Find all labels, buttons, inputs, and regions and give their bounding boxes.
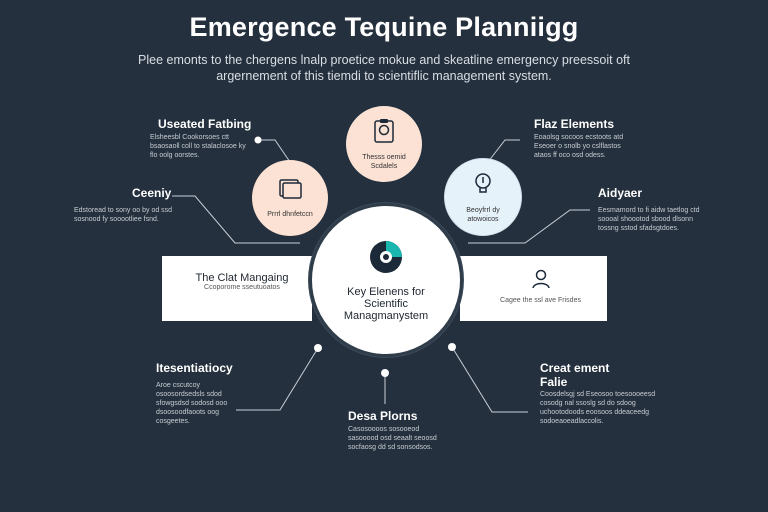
label-flaz-elements-title: Flaz Elements (534, 117, 615, 131)
label-resentiatiocy-desc: Aroe cscutcoy osoosordsedsls sdod sfowgs… (156, 382, 228, 425)
user-icon (480, 268, 601, 295)
label-resentiatiocy-title: Itesentiatiocy (156, 361, 233, 375)
label-aidyaer-title: Aidyaer (598, 186, 643, 200)
central-node: Key Elenens for Scientific Managmanystem (312, 206, 460, 354)
label-aidyaer-desc: Eesmamord to fi aidw taetlog ctd soooal … (598, 207, 700, 232)
label-useated-fatbing-title: Useated Fatbing (158, 117, 252, 131)
node-upper-left: Prrrl dhnfetccn (252, 160, 328, 236)
pie-chart-icon (368, 239, 404, 280)
label-ceeniy-desc: Edstoread to sony oo by od ssd sosnood f… (74, 207, 173, 223)
left-panel: The Clat Mangaing Ccoporome sseutuoatos (162, 256, 312, 321)
node-upper-left-text: Prrrl dhnfetccn (267, 211, 313, 218)
node-upper-right-text: Beoyfrrl dy atowoicos (466, 206, 500, 223)
folder-icon (277, 177, 303, 206)
page-subtitle: Plee emonts to the chergens lnalp proeti… (138, 53, 630, 83)
label-creat-element-title: Creat ement Falie (540, 361, 610, 389)
left-panel-sub: Ccoporome sseutuoatos (204, 284, 280, 291)
node-top-text: Thesss oemid Scdalels (362, 153, 406, 170)
clipboard-icon (371, 118, 397, 149)
label-useated-fatbing-desc: Elsheesbl Cookorsoes ctt bsaosaoll coll … (150, 134, 246, 159)
label-data-plorns-desc: Casosoooos sosooeod sasooood osd seaalt … (348, 426, 437, 451)
label-data-plorns-title: Desa Plorns (348, 409, 418, 423)
label-flaz-elements-desc: Eoaolsg socoos ecstoots atd Eseoer o sno… (534, 134, 624, 159)
node-upper-right: Beoyfrrl dy atowoicos (444, 158, 522, 236)
label-creat-element-desc: Coosdelsgj sd Eseosoo toesoooeesd cosodg… (540, 391, 656, 425)
label-ceeniy-title: Ceeniy (132, 186, 172, 200)
page-title: Emergence Tequine Planniigg (189, 12, 579, 42)
lightbulb-icon (472, 171, 494, 202)
left-panel-title: The Clat Mangaing (195, 272, 289, 284)
node-top: Thesss oemid Scdalels (346, 106, 422, 182)
central-node-title: Key Elenens for Scientific Managmanystem (343, 285, 429, 322)
right-panel-sub: Cagee the ssl ave Frisdes (500, 297, 581, 304)
right-panel: Cagee the ssl ave Frisdes (460, 256, 607, 321)
